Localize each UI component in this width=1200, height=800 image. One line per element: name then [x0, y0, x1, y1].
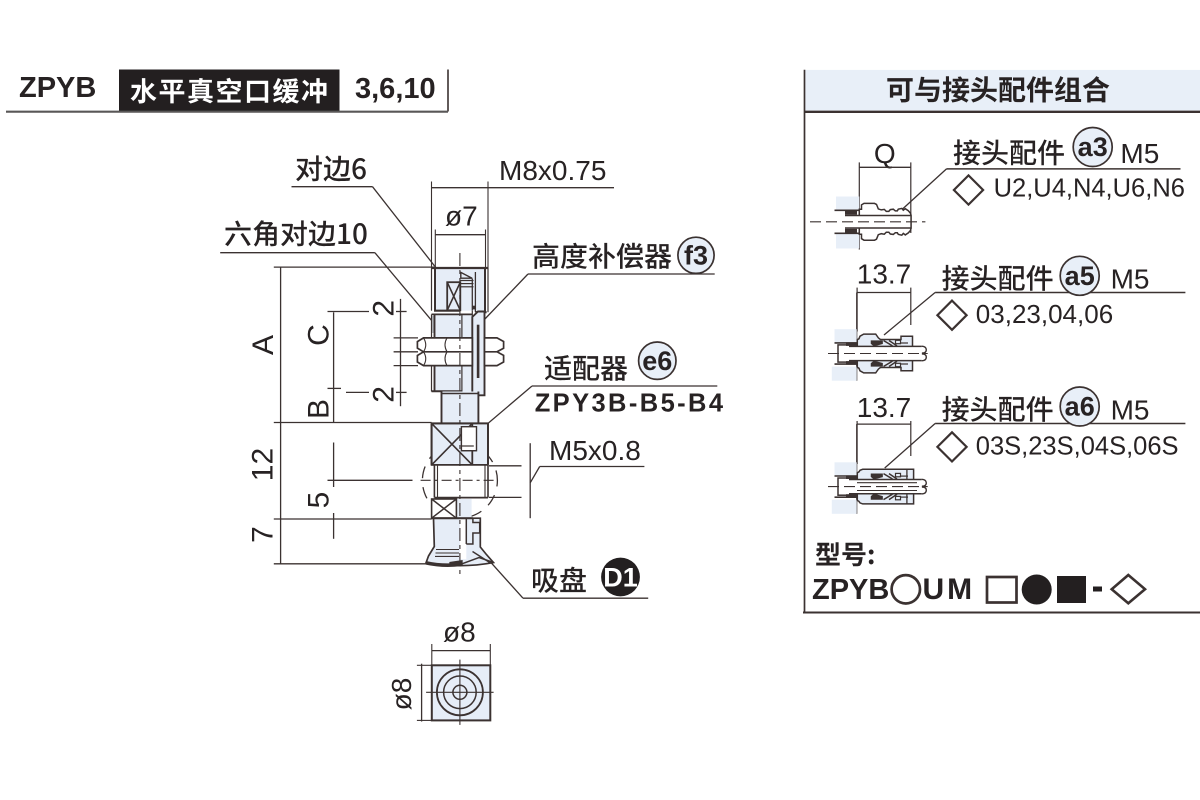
svg-text:13.7: 13.7 — [857, 392, 912, 423]
svg-text:a6: a6 — [1065, 392, 1095, 422]
svg-text:ø8: ø8 — [386, 678, 417, 711]
svg-text:7: 7 — [247, 526, 280, 543]
svg-text:2: 2 — [368, 386, 401, 403]
svg-text:5: 5 — [303, 492, 336, 509]
svg-text:03S,23S,04S,06S: 03S,23S,04S,06S — [976, 433, 1179, 461]
svg-text:ø7: ø7 — [445, 201, 478, 232]
svg-text:13.7: 13.7 — [857, 259, 912, 290]
svg-text:M5: M5 — [1120, 138, 1159, 169]
svg-text:03,23,04,06: 03,23,04,06 — [976, 299, 1113, 329]
svg-text:U2,U4,N4,U6,N6: U2,U4,N4,U6,N6 — [994, 175, 1185, 203]
svg-text:ø8: ø8 — [443, 617, 476, 648]
svg-text:ZPY3B-B5-B4: ZPY3B-B5-B4 — [535, 389, 726, 417]
svg-text:e6: e6 — [642, 346, 672, 376]
svg-text:2: 2 — [368, 300, 401, 317]
svg-text:ZPYB: ZPYB — [19, 72, 96, 104]
svg-text:M5: M5 — [1111, 264, 1150, 295]
svg-text:A: A — [247, 335, 280, 355]
svg-text:M8x0.75: M8x0.75 — [499, 155, 606, 186]
svg-text:B: B — [303, 399, 336, 419]
svg-text:3,6,10: 3,6,10 — [355, 73, 436, 105]
svg-text:ZPYB: ZPYB — [812, 574, 889, 606]
svg-text:M5: M5 — [1111, 395, 1150, 426]
svg-text:Q: Q — [874, 138, 896, 169]
svg-text:UM: UM — [923, 573, 976, 606]
svg-text:12: 12 — [247, 448, 280, 481]
svg-text:a3: a3 — [1078, 132, 1108, 162]
svg-text:D1: D1 — [603, 563, 638, 593]
svg-text:f3: f3 — [684, 241, 708, 271]
svg-text:C: C — [303, 324, 336, 346]
svg-text:M5x0.8: M5x0.8 — [549, 435, 641, 466]
svg-text:a5: a5 — [1065, 261, 1095, 291]
